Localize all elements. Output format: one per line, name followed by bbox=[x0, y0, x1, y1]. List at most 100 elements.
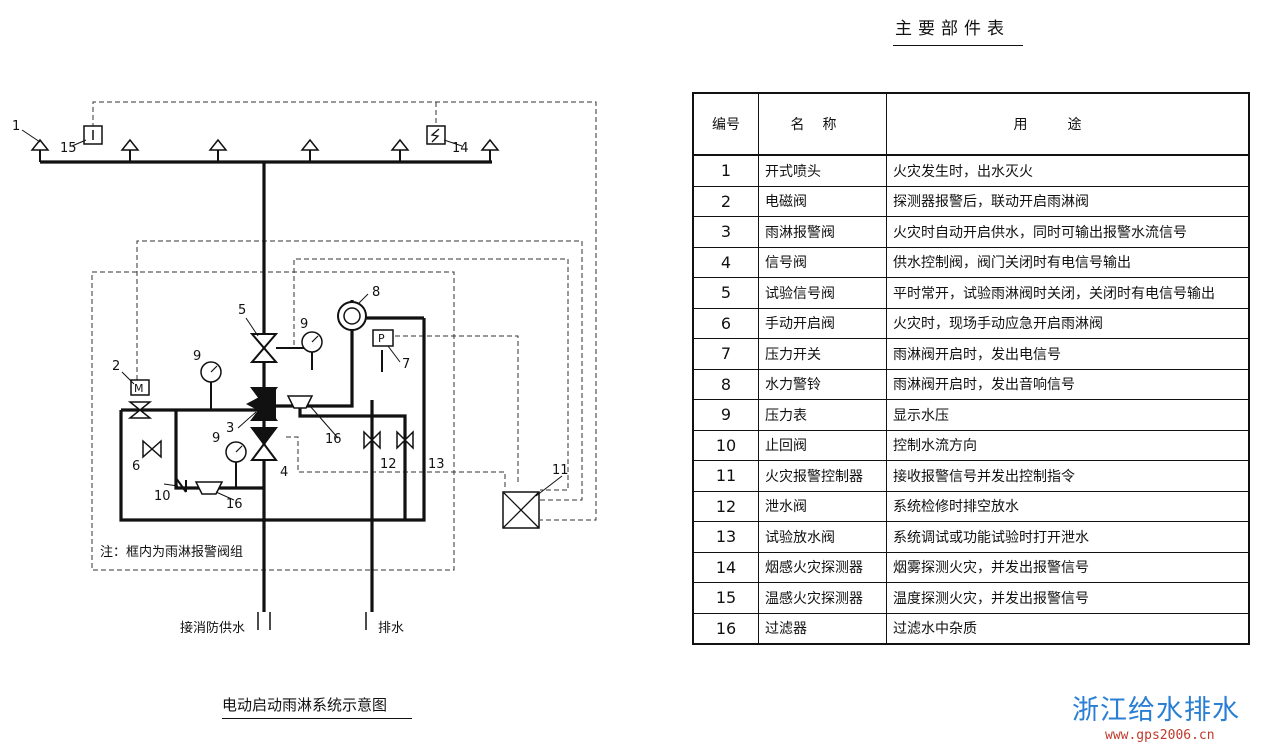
cell-no: 13 bbox=[692, 521, 759, 553]
callout-3: 3 bbox=[226, 421, 234, 436]
cell-use: 控制水流方向 bbox=[886, 429, 1250, 461]
sprinkler-head bbox=[390, 138, 410, 162]
cell-name: 雨淋报警阀 bbox=[758, 216, 887, 248]
filter bbox=[194, 481, 224, 495]
cell-no: 14 bbox=[692, 551, 759, 583]
cell-use: 火灾时，现场手动应急开启雨淋阀 bbox=[886, 307, 1250, 339]
callout-leaders bbox=[21, 129, 563, 501]
cell-use: 显示水压 bbox=[886, 399, 1250, 431]
pipe-break-marks bbox=[257, 612, 367, 630]
callout-12: 12 bbox=[380, 457, 397, 472]
callout-15: 15 bbox=[60, 141, 77, 156]
cell-name: 压力表 bbox=[758, 399, 887, 431]
cell-no: 7 bbox=[692, 338, 759, 370]
pressure-gauge bbox=[200, 361, 222, 383]
cell-use: 接收报警信号并发出控制指令 bbox=[886, 460, 1250, 492]
callout-16a: 16 bbox=[325, 432, 342, 447]
cell-name: 水力警铃 bbox=[758, 368, 887, 400]
signal-wires bbox=[91, 101, 597, 571]
cell-no: 4 bbox=[692, 246, 759, 278]
cell-no: 6 bbox=[692, 307, 759, 339]
cell-no: 8 bbox=[692, 368, 759, 400]
solenoid-valve: M bbox=[127, 379, 153, 419]
sprinkler-head bbox=[480, 138, 500, 162]
callout-11: 11 bbox=[552, 463, 569, 478]
cell-no: 11 bbox=[692, 460, 759, 492]
callout-7: 7 bbox=[402, 357, 410, 372]
drain-valve bbox=[363, 430, 381, 450]
header-name: 名称 bbox=[758, 92, 887, 156]
sprinkler-head bbox=[208, 138, 228, 162]
callout-10: 10 bbox=[154, 489, 171, 504]
water-alarm-bell bbox=[337, 301, 367, 331]
callout-9b: 9 bbox=[193, 349, 201, 364]
cell-use: 探测器报警后，联动开启雨淋阀 bbox=[886, 185, 1250, 217]
signal-valve bbox=[250, 427, 278, 461]
cell-no: 5 bbox=[692, 277, 759, 309]
cell-use: 火灾发生时，出水灭火 bbox=[886, 154, 1250, 187]
cell-no: 15 bbox=[692, 582, 759, 614]
cell-use: 火灾时自动开启供水，同时可输出报警水流信号 bbox=[886, 216, 1250, 248]
diagram-title-underline bbox=[222, 718, 412, 719]
callout-2: 2 bbox=[112, 359, 120, 374]
callout-6: 6 bbox=[132, 459, 140, 474]
watermark-logo-text: 浙江给水排水 bbox=[1072, 695, 1240, 726]
cell-no: 1 bbox=[692, 154, 759, 187]
cell-use: 平时常开，试验雨淋阀时关闭，关闭时有电信号输出 bbox=[886, 277, 1250, 309]
pressure-gauge bbox=[301, 331, 323, 353]
valve-group-note: 注：框内为雨淋报警阀组 bbox=[100, 544, 243, 560]
smoke-detector bbox=[426, 125, 446, 145]
sprinkler-head bbox=[30, 138, 50, 162]
cell-name: 火灾报警控制器 bbox=[758, 460, 887, 492]
cell-name: 止回阀 bbox=[758, 429, 887, 461]
diagram-title: 电动启动雨淋系统示意图 bbox=[222, 696, 387, 714]
pressure-switch: P bbox=[372, 329, 394, 347]
cell-no: 9 bbox=[692, 399, 759, 431]
sprinkler-head bbox=[120, 138, 140, 162]
cell-use: 过滤水中杂质 bbox=[886, 612, 1250, 645]
cell-use: 烟雾探测火灾，并发出报警信号 bbox=[886, 551, 1250, 583]
svg-text:P: P bbox=[378, 332, 385, 345]
header-number: 编号 bbox=[692, 92, 759, 156]
cell-use: 系统调试或功能试验时打开泄水 bbox=[886, 521, 1250, 553]
table-title: 主要部件表 bbox=[895, 19, 1010, 39]
sprinkler-head bbox=[300, 138, 320, 162]
callout-9a: 9 bbox=[300, 317, 308, 332]
callout-14: 14 bbox=[452, 141, 469, 156]
sprinkler-system-diagram: M P bbox=[12, 101, 597, 714]
test-drain-valve bbox=[396, 430, 414, 450]
drain-label: 排水 bbox=[378, 621, 404, 636]
open-sprinklers bbox=[30, 138, 500, 162]
watermark-url: www.gps2006.cn bbox=[1105, 728, 1215, 743]
callout-9c: 9 bbox=[212, 431, 220, 446]
cell-use: 雨淋阀开启时，发出电信号 bbox=[886, 338, 1250, 370]
cell-name: 温感火灾探测器 bbox=[758, 582, 887, 614]
cell-use: 雨淋阀开启时，发出音响信号 bbox=[886, 368, 1250, 400]
cell-no: 16 bbox=[692, 612, 759, 645]
cell-name: 过滤器 bbox=[758, 612, 887, 645]
callout-8: 8 bbox=[372, 285, 380, 300]
svg-text:M: M bbox=[134, 382, 144, 395]
inlet-label: 接消防供水 bbox=[180, 620, 245, 636]
cell-name: 试验放水阀 bbox=[758, 521, 887, 553]
cell-name: 开式喷头 bbox=[758, 154, 887, 187]
callout-1: 1 bbox=[12, 119, 20, 134]
cell-no: 10 bbox=[692, 429, 759, 461]
heat-detector bbox=[83, 125, 103, 145]
cell-name: 压力开关 bbox=[758, 338, 887, 370]
callout-16b: 16 bbox=[226, 497, 243, 512]
cell-name: 手动开启阀 bbox=[758, 307, 887, 339]
cell-name: 烟感火灾探测器 bbox=[758, 551, 887, 583]
cell-name: 信号阀 bbox=[758, 246, 887, 278]
